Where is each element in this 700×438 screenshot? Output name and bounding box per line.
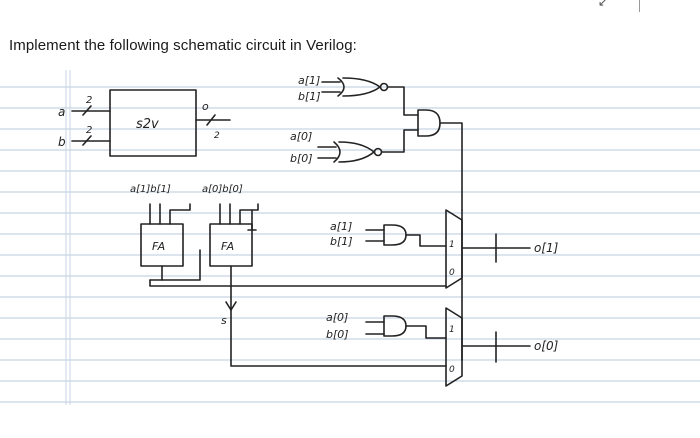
expand-icon[interactable]: ↙	[597, 0, 608, 9]
mux-hi-zero-label: 0	[449, 268, 455, 278]
gate2-body	[338, 141, 375, 163]
mux-lo	[445, 307, 463, 387]
fa0-carry-in-wire	[239, 203, 259, 225]
top-bar: ↙	[0, 0, 700, 14]
input-b-label: b	[58, 135, 66, 149]
gate-hi-output-wire	[405, 234, 447, 247]
mux-lo-one-label: 1	[449, 325, 455, 335]
gate-lo-body	[383, 315, 407, 337]
input-b-bus-mark	[82, 135, 92, 146]
mux-lo-zero-label: 0	[449, 365, 455, 375]
gate2-input-a-label: a[0]	[290, 130, 312, 143]
fa0-label: FA	[221, 240, 234, 253]
fa-bus-to-mux-lo	[230, 309, 447, 367]
gate2-back-curve	[333, 141, 341, 163]
gate1-output-wire	[387, 86, 419, 116]
s2v-output-width-label: 2	[214, 131, 220, 141]
ruled-lines	[0, 86, 700, 403]
s2v-output-label: o	[202, 100, 209, 113]
s2v-output-bus-mark	[206, 114, 216, 126]
gate2-input-b-label: b[0]	[290, 152, 313, 165]
gate-lo-input-b-label: b[0]	[326, 328, 349, 341]
gate-hi-input-b-label: b[1]	[330, 235, 353, 248]
s2v-block-label: s2v	[136, 117, 159, 132]
fa-bus-to-mux-hi	[149, 279, 447, 287]
gate2-output-wire	[381, 129, 419, 153]
schematic-image: a 2 b 2 s2v o 2 a[1] b[1] a[0] b[0] a[1]…	[0, 70, 700, 433]
fa1-inputs-label: a[1]b[1]	[130, 184, 171, 195]
gate1-back-curve	[337, 77, 345, 97]
and-gate	[417, 109, 441, 137]
gate-lo-output-wire	[405, 325, 447, 339]
fa0-inputs-label: a[0]b[0]	[202, 184, 243, 195]
margin-lines	[65, 70, 71, 405]
output-o1-label: o[1]	[534, 241, 559, 255]
mux-hi	[445, 209, 463, 289]
gate1-input-b-label: b[1]	[298, 90, 321, 103]
toolbar-divider	[639, 0, 640, 12]
s2v-block	[109, 89, 197, 157]
input-b-width-label: 2	[86, 125, 92, 136]
mux-hi-one-label: 1	[449, 240, 455, 250]
schematic-svg: a 2 b 2 s2v o 2 a[1] b[1] a[0] b[0] a[1]…	[0, 70, 700, 405]
fa1-carry-in-wire	[169, 203, 191, 225]
select-wire-down	[439, 122, 463, 211]
input-a-label: a	[58, 105, 65, 119]
gate1-input-a-label: a[1]	[298, 74, 320, 87]
input-a-width-label: 2	[86, 95, 92, 106]
gate-hi-input-a-label: a[1]	[330, 220, 352, 233]
sum-label: s	[221, 314, 227, 327]
input-a-bus-mark	[82, 105, 92, 116]
question-prompt: Implement the following schematic circui…	[9, 37, 357, 54]
gate-lo-input-a-label: a[0]	[326, 311, 348, 324]
output-o0-label: o[0]	[534, 339, 559, 353]
gate-hi-body	[383, 224, 407, 246]
fa-carry-link	[149, 249, 201, 281]
fa1-label: FA	[152, 240, 165, 253]
